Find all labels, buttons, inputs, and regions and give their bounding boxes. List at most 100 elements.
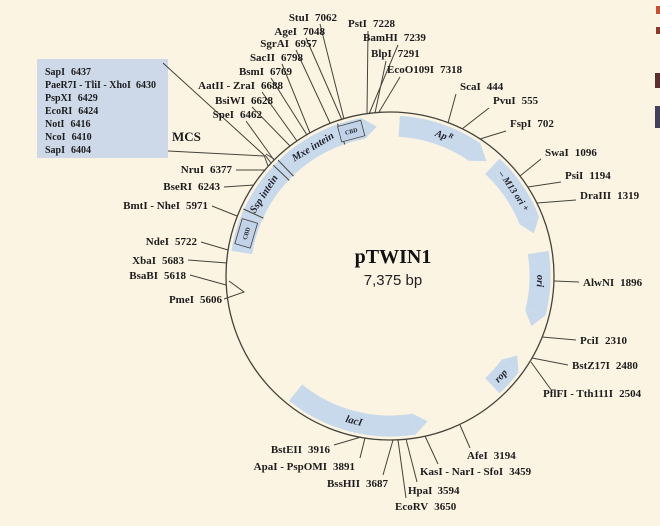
cbd-left-label: CBD [243,226,253,240]
scan-edge-artifacts [655,6,660,128]
feature-arc-ampicillin [398,115,480,161]
feature-arrowhead-ampicillin [467,142,487,162]
ampicillin-label: ApR [433,126,455,145]
feature-arrowhead-laci [411,413,428,435]
cbd-top-tag: CBD [337,119,366,143]
laci-feature: lacI [344,414,364,429]
cbd-left-tag: CBD [234,218,259,249]
intein-band-double-divider-1 [272,164,290,181]
plasmid-title: pTWIN1 [355,246,432,268]
mcs-callout-box [37,59,168,158]
feature-arc-rop [484,359,519,394]
feature-arrowhead-rop [501,355,519,373]
ori-feature: ori [534,275,545,288]
plasmid-backbone-circle [225,111,555,441]
feature-arrowhead-m13-ori [518,215,540,234]
laci-label: lacI [344,414,364,429]
ampicillin-label-base: Ap [433,128,449,143]
feature-arc-laci [288,384,416,437]
cbd-top-box [337,119,366,143]
mcs-callout-line-top [162,62,265,156]
ori-label: ori [534,275,545,288]
ampicillin-label-sup: R [446,131,454,141]
feature-arc-m13-ori [484,158,539,224]
mcs-label: MCS [172,129,201,144]
ampicillin-feature: ApR [433,126,455,145]
mcs-fan-tick [264,154,272,164]
cbd-left-box [234,218,259,249]
cbd-top-label: CBD [345,128,359,137]
intein-band-divider [243,208,264,219]
mcs-callout-line-bottom [167,150,265,157]
feature-arrowhead-ori [524,309,547,327]
intein-band-double-divider-2 [277,159,294,177]
